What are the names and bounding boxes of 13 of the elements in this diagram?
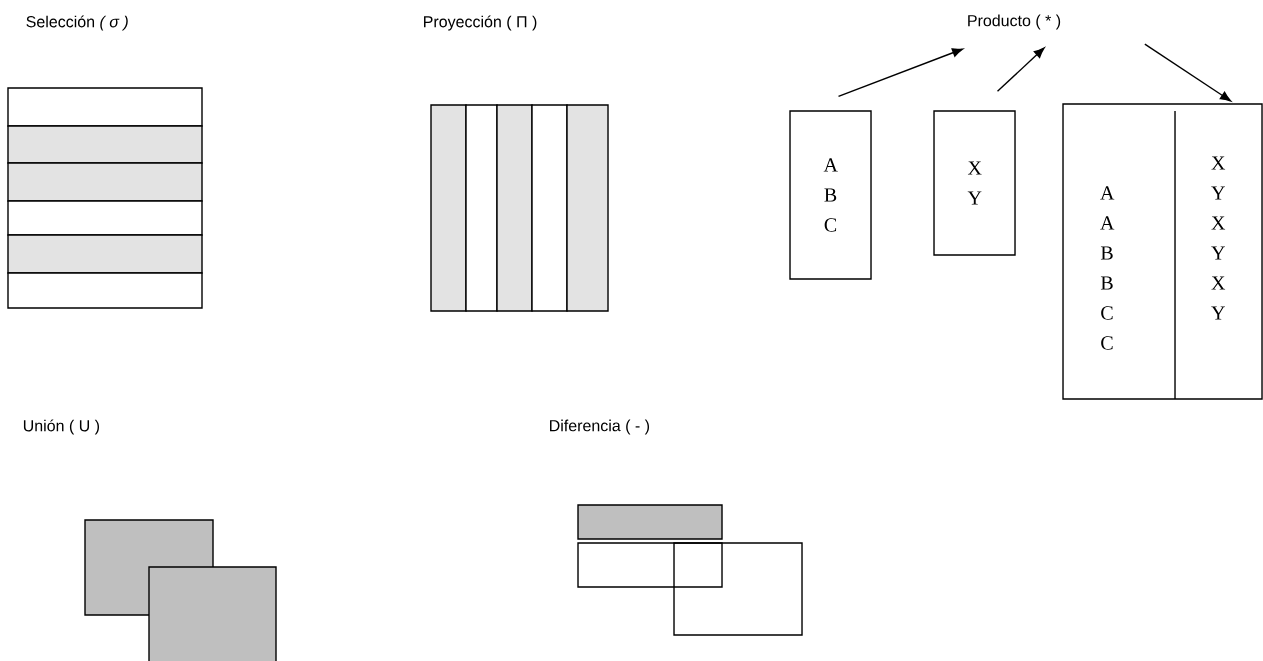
operation-title: Producto ( * ) — [968, 14, 1061, 30]
operation-title: Selección ( σ ) — [26, 15, 128, 31]
operation-title: Diferencia ( - ) — [550, 419, 650, 435]
arrow — [996, 47, 1045, 92]
result-box — [1062, 103, 1263, 400]
operation-title: Proyección ( Π ) — [424, 15, 537, 31]
operation-title: Unión ( U ) — [23, 419, 100, 435]
relation-box: X Y — [933, 110, 1016, 256]
arrow — [837, 48, 964, 97]
result-column: X Y X Y X Y — [1211, 156, 1226, 320]
arrow — [1144, 43, 1232, 102]
result-column: A A B B C C — [1100, 186, 1115, 350]
relation-box: A B C — [789, 110, 872, 280]
